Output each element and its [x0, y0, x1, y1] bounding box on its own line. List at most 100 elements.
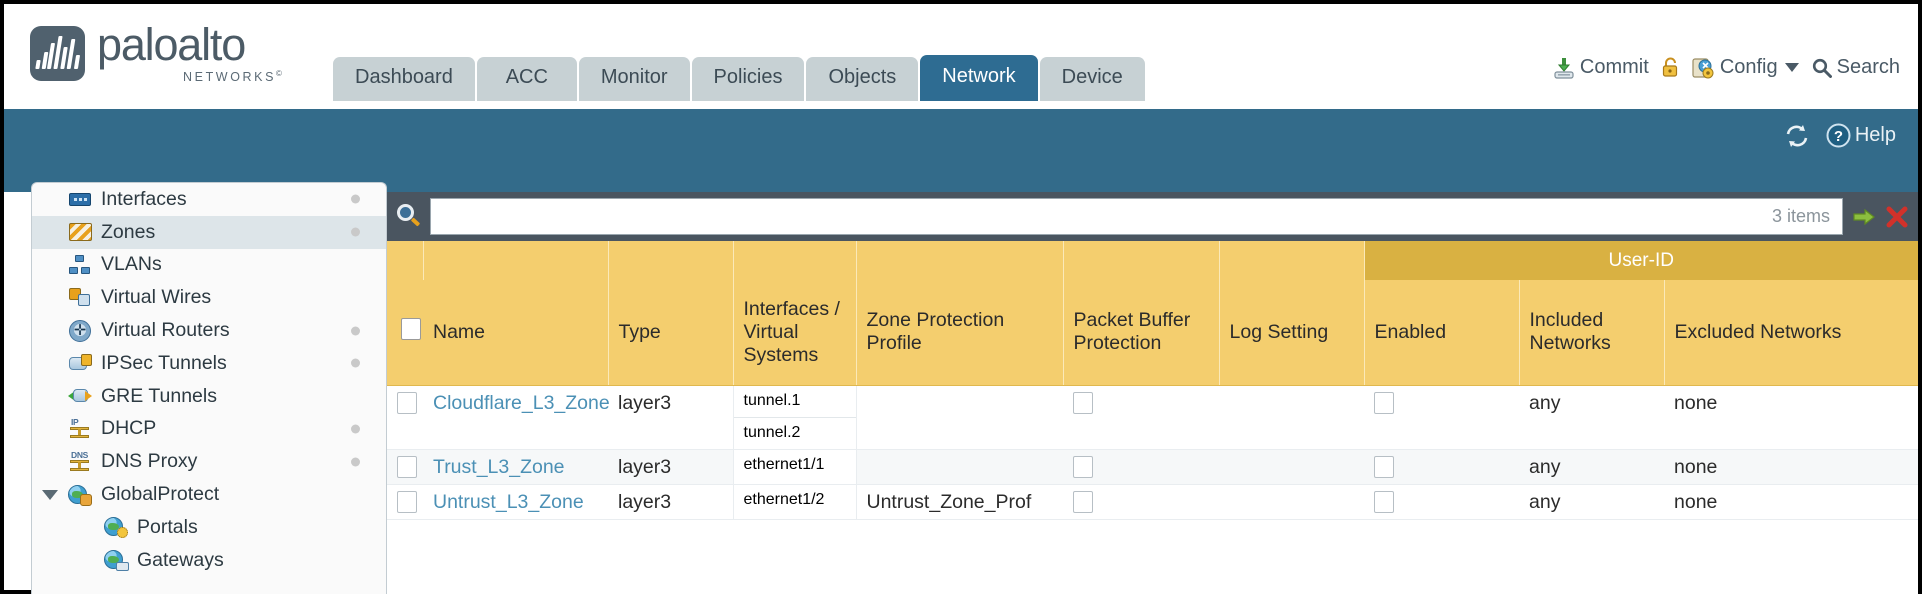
cell-interfaces: ethernet1/1	[732, 449, 857, 485]
zone-name-link[interactable]: Cloudflare_L3_Zone	[433, 391, 610, 414]
tab-device[interactable]: Device	[1039, 57, 1145, 101]
blue-bar-actions: ? Help	[1784, 123, 1896, 148]
cell-zone-protection-profile: Untrust_Zone_Prof	[856, 484, 1063, 520]
sidebar-item-dhcp[interactable]: IP DHCP	[32, 413, 386, 446]
interfaces-icon	[68, 188, 92, 210]
brand-name: paloalto	[97, 19, 246, 70]
userid-enabled-checkbox[interactable]	[1374, 391, 1394, 414]
cell-log-setting	[1219, 484, 1364, 520]
zones-table: User-ID Name Type Interfaces / Virtual S…	[387, 241, 1918, 594]
sidebar-dot-virtual-routers	[351, 326, 360, 336]
sidebar-item-virtual-routers[interactable]: Virtual Routers	[32, 314, 386, 347]
apply-filter-button[interactable]	[1851, 204, 1877, 230]
cell-excluded-networks: none	[1664, 484, 1918, 520]
sidebar-label-portals: Portals	[137, 515, 198, 538]
select-all-header	[387, 280, 423, 386]
col-header-userid-enabled[interactable]: Enabled	[1364, 280, 1520, 386]
tab-acc[interactable]: ACC	[476, 57, 577, 101]
sidebar-item-virtual-wires[interactable]: Virtual Wires	[32, 281, 386, 314]
select-all-checkbox[interactable]	[401, 318, 421, 341]
col-header-included-networks[interactable]: Included Networks	[1519, 280, 1665, 386]
top-header-bar: paloalto NETWORKS© Dashboard ACC Monitor…	[4, 4, 1918, 109]
sidebar-label-globalprotect: GlobalProtect	[101, 483, 220, 506]
row-select-cell	[387, 484, 423, 520]
sidebar-item-gre-tunnels[interactable]: GRE Tunnels	[32, 380, 386, 413]
zone-name-link[interactable]: Untrust_L3_Zone	[433, 490, 584, 513]
col-header-name[interactable]: Name	[423, 280, 609, 386]
sidebar-label-interfaces: Interfaces	[101, 187, 187, 210]
table-search-icon	[395, 203, 423, 231]
commit-button[interactable]: Commit	[1553, 56, 1649, 79]
sidebar-item-gateways[interactable]: Gateways	[32, 544, 386, 577]
tab-dashboard[interactable]: Dashboard	[333, 57, 475, 101]
table-row[interactable]: Untrust_L3_Zone layer3 ethernet1/2 Untru…	[387, 484, 1918, 520]
lock-icon[interactable]	[1662, 57, 1679, 78]
userid-enabled-checkbox[interactable]	[1374, 490, 1394, 513]
packet-buffer-checkbox[interactable]	[1073, 391, 1093, 414]
search-input[interactable]: 3 items	[430, 198, 1843, 235]
refresh-icon[interactable]	[1784, 124, 1810, 148]
packet-buffer-checkbox[interactable]	[1073, 455, 1093, 478]
row-checkbox[interactable]	[397, 455, 417, 478]
cell-interfaces: ethernet1/2	[732, 484, 857, 520]
sidebar-item-portals[interactable]: Portals	[32, 511, 386, 544]
table-row[interactable]: Trust_L3_Zone layer3 ethernet1/1	[387, 449, 1918, 485]
tab-network[interactable]: Network	[920, 55, 1038, 101]
items-count-label: 3 items	[1771, 206, 1830, 226]
row-checkbox[interactable]	[397, 490, 417, 513]
table-row[interactable]: Cloudflare_L3_Zone layer3 tunnel.1 tunne…	[387, 385, 1918, 450]
cell-type: layer3	[608, 385, 733, 450]
commit-icon	[1553, 57, 1575, 79]
help-button[interactable]: ? Help	[1826, 123, 1896, 148]
sidebar-label-virtual-wires: Virtual Wires	[101, 286, 212, 309]
cell-zone-protection-profile	[856, 385, 1063, 450]
group-spacer-interfaces	[733, 241, 857, 280]
zones-icon	[68, 221, 92, 243]
sidebar-item-vlans[interactable]: VLANs	[32, 249, 386, 282]
sidebar-item-zones[interactable]: Zones	[32, 215, 386, 249]
search-button[interactable]: Search	[1812, 56, 1900, 79]
config-dropdown[interactable]: Config	[1692, 56, 1799, 79]
col-header-excluded-networks[interactable]: Excluded Networks	[1664, 280, 1918, 386]
sidebar-dot-dns-proxy	[351, 457, 360, 467]
group-spacer-type	[608, 241, 734, 280]
blue-context-bar: ? Help	[4, 109, 1918, 192]
table-header-row: Name Type Interfaces / Virtual Systems Z…	[387, 280, 1918, 386]
col-header-type[interactable]: Type	[608, 280, 734, 386]
sidebar-label-ipsec-tunnels: IPSec Tunnels	[101, 351, 227, 374]
zone-name-link[interactable]: Trust_L3_Zone	[433, 455, 565, 478]
row-select-cell	[387, 385, 423, 450]
brand-subtitle: NETWORKS©	[183, 69, 285, 84]
sidebar-dot-dhcp	[351, 424, 360, 434]
dns-proxy-icon: DNS	[68, 450, 92, 473]
commit-label: Commit	[1579, 56, 1649, 78]
col-header-packet-buffer[interactable]: Packet Buffer Protection	[1063, 280, 1220, 386]
tab-policies[interactable]: Policies	[691, 57, 805, 101]
packet-buffer-checkbox[interactable]	[1073, 490, 1093, 513]
group-spacer-name	[423, 241, 609, 280]
sidebar-item-ipsec-tunnels[interactable]: IPSec Tunnels	[32, 347, 386, 380]
group-spacer-log	[1219, 241, 1365, 280]
sidebar-item-globalprotect[interactable]: GlobalProtect	[32, 478, 386, 511]
search-label: Search	[1836, 56, 1900, 78]
cell-name: Cloudflare_L3_Zone	[423, 385, 610, 450]
col-header-zone-protection[interactable]: Zone Protection Profile	[856, 280, 1064, 386]
col-header-interfaces[interactable]: Interfaces / Virtual Systems	[733, 280, 857, 386]
tab-monitor[interactable]: Monitor	[578, 57, 690, 101]
main-nav-tabs: Dashboard ACC Monitor Policies Objects N…	[333, 55, 1145, 101]
userid-enabled-checkbox[interactable]	[1374, 455, 1394, 478]
sidebar-item-dns-proxy[interactable]: DNS DNS Proxy	[32, 445, 386, 478]
dhcp-icon: IP	[68, 417, 92, 440]
sidebar-item-interfaces[interactable]: Interfaces	[32, 183, 386, 216]
cell-included-networks: any	[1519, 484, 1664, 520]
search-icon	[1812, 58, 1832, 78]
group-spacer-zpp	[856, 241, 1064, 280]
portals-icon	[104, 516, 128, 539]
row-checkbox[interactable]	[397, 391, 417, 414]
sidebar-label-gre-tunnels: GRE Tunnels	[101, 384, 217, 407]
col-header-log-setting[interactable]: Log Setting	[1219, 280, 1365, 386]
expander-triangle-icon[interactable]	[42, 489, 58, 500]
sidebar-label-zones: Zones	[101, 220, 156, 243]
tab-objects[interactable]: Objects	[806, 57, 919, 101]
clear-filter-button[interactable]	[1884, 204, 1910, 230]
